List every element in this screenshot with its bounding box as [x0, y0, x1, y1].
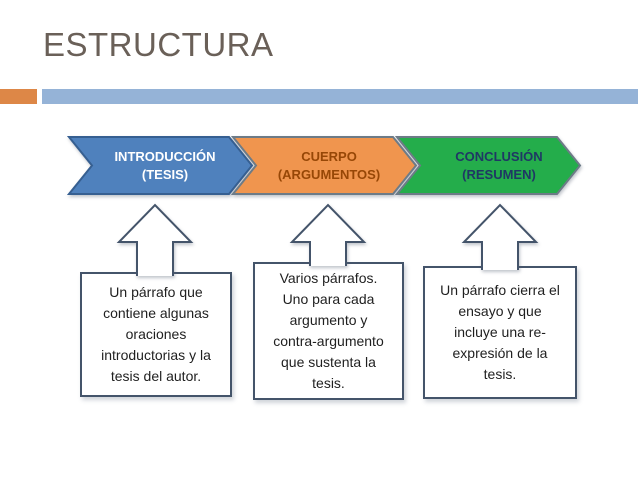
- chevron-subtitle: (ARGUMENTOS): [277, 166, 381, 182]
- chevron-title: INTRODUCCIÓN: [114, 148, 216, 164]
- header-accent-orange-bar: [0, 89, 37, 104]
- up-arrow-1: [116, 203, 194, 276]
- note-box-text: Varios párrafos. Uno para cada argumento…: [273, 270, 384, 391]
- chevron-label-introduccion: INTRODUCCIÓN (TESIS): [85, 137, 245, 194]
- chevron-label-cuerpo: CUERPO (ARGUMENTOS): [249, 137, 409, 194]
- chevron-title: CUERPO: [301, 148, 357, 164]
- note-box-text: Un párrafo que contiene algunas oracione…: [101, 284, 211, 384]
- note-box-introduccion: Un párrafo que contiene algunas oracione…: [80, 272, 232, 397]
- chevron-label-conclusion: CONCLUSIÓN (RESUMEN): [418, 137, 580, 194]
- up-arrow-2: [289, 203, 367, 266]
- page-title: ESTRUCTURA: [43, 26, 274, 63]
- header-accent-blue-bar: [42, 89, 638, 104]
- up-arrow-3: [461, 203, 539, 270]
- note-box-text: Un párrafo cierra el ensayo y que incluy…: [440, 282, 560, 382]
- note-box-conclusion: Un párrafo cierra el ensayo y que incluy…: [423, 266, 577, 399]
- chevron-subtitle: (RESUMEN): [462, 166, 536, 182]
- chevron-subtitle: (TESIS): [141, 166, 189, 182]
- note-box-cuerpo: Varios párrafos. Uno para cada argumento…: [253, 262, 404, 400]
- chevron-title: CONCLUSIÓN: [455, 148, 543, 164]
